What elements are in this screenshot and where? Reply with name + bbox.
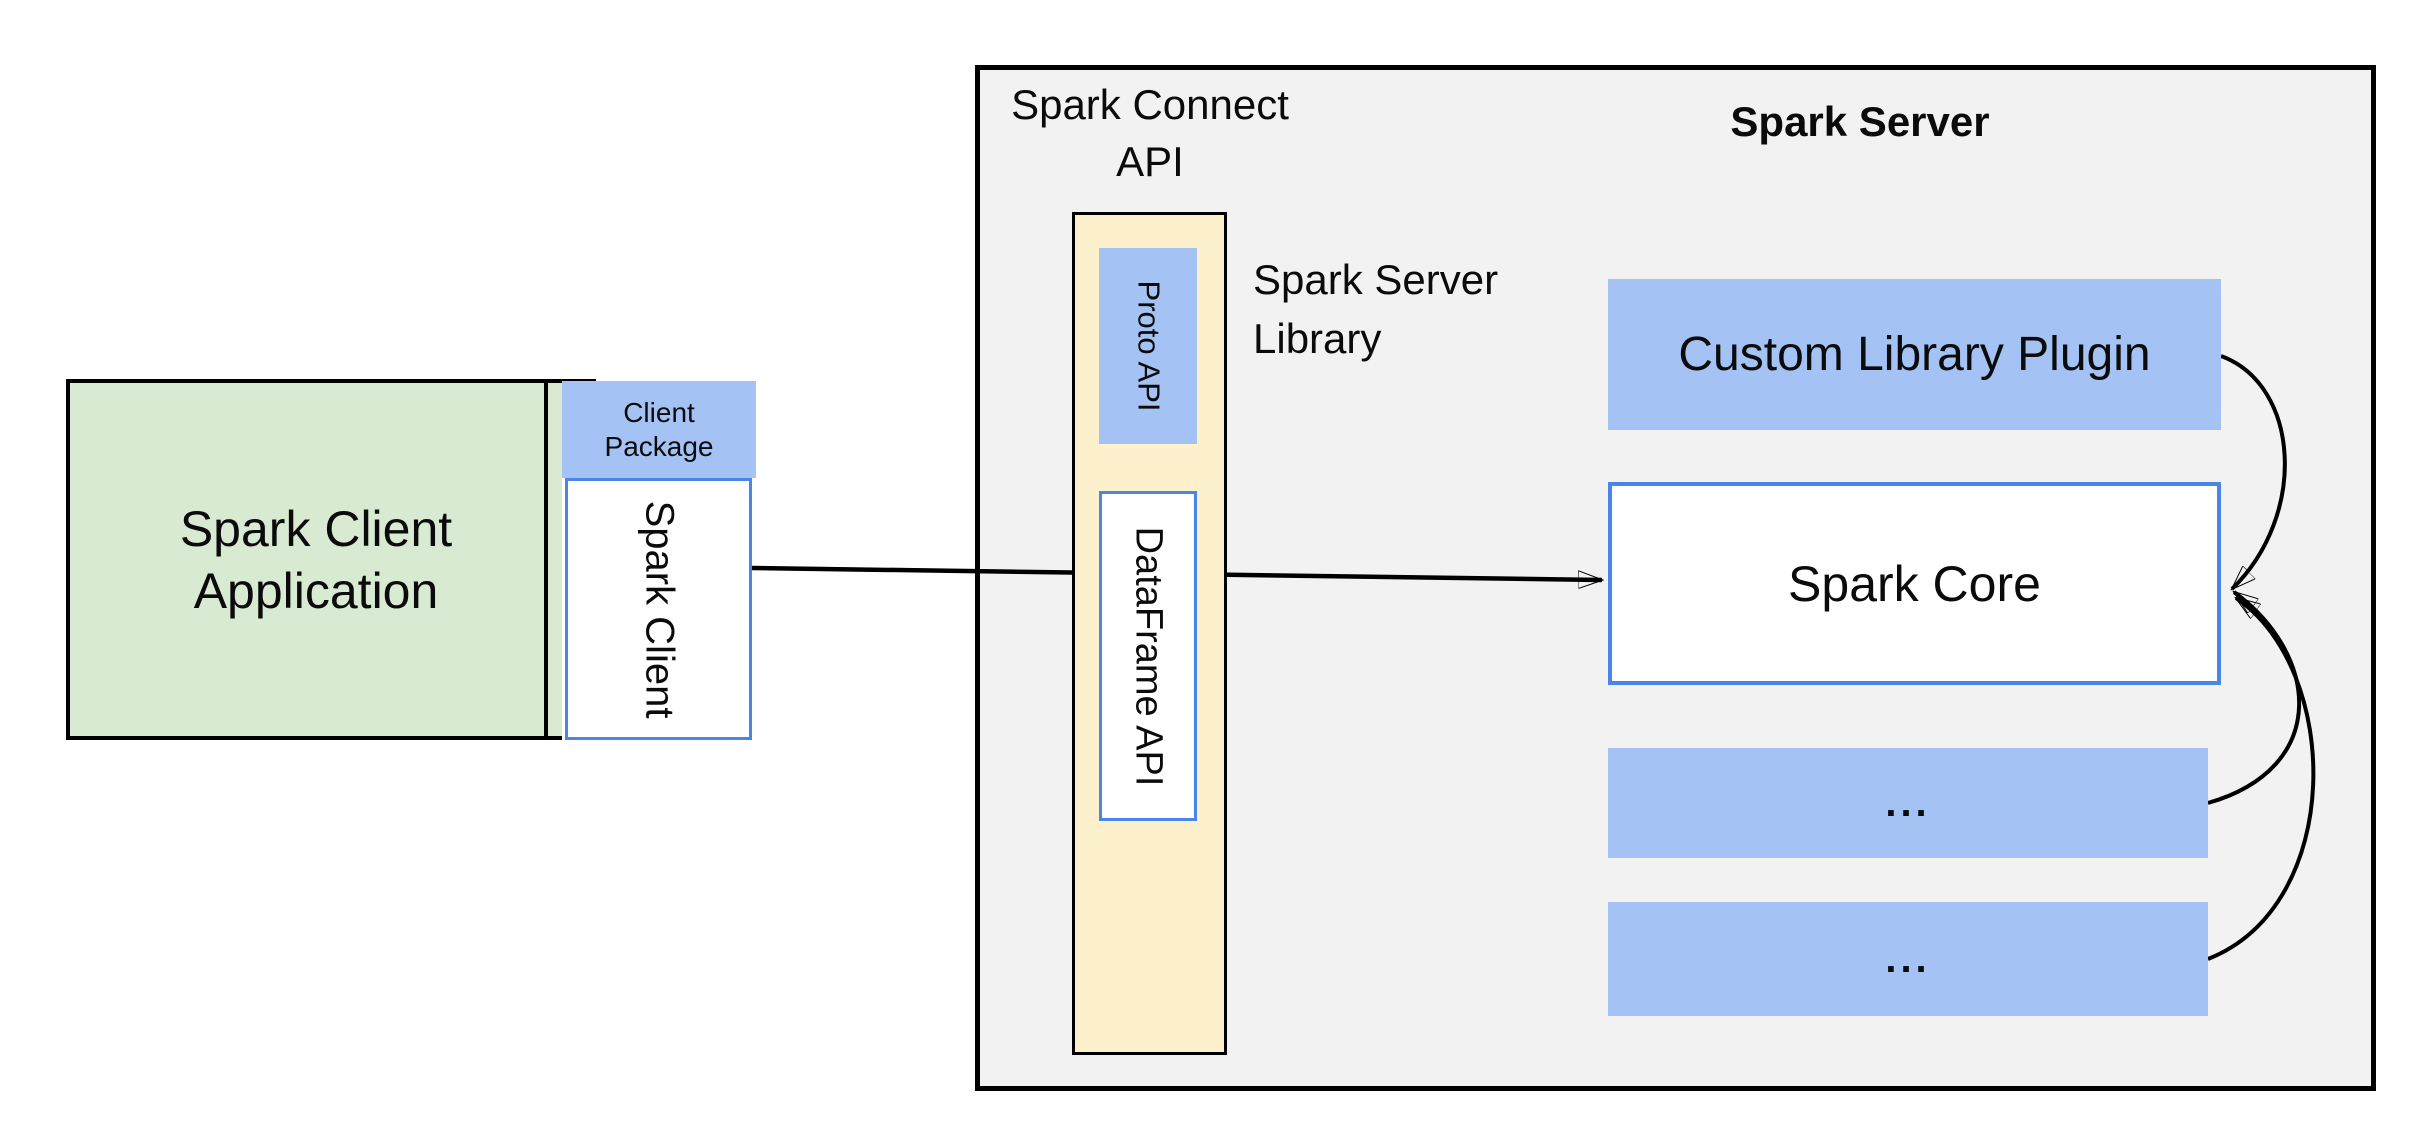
proto-api-label: Proto API bbox=[1131, 280, 1166, 412]
spark-core-label: Spark Core bbox=[1788, 555, 2041, 612]
ellipsis-label-2: ... bbox=[1885, 936, 1931, 981]
spark-client-label: Spark Client bbox=[637, 500, 681, 718]
spark-server-title: Spark Server bbox=[1730, 98, 1990, 145]
client-package-box: Client Package bbox=[562, 381, 756, 478]
ellipsis-box-2: ... bbox=[1608, 902, 2208, 1016]
client-package-label: Client Package bbox=[604, 396, 714, 462]
ellipsis-label-1: ... bbox=[1885, 780, 1931, 825]
spark-server-library-label: Spark Server Library bbox=[1253, 256, 1499, 362]
spark-core-box: Spark Core bbox=[1608, 482, 2221, 685]
spark-client-application-label: Spark Client Application bbox=[179, 500, 453, 619]
spark-connect-api-label: Spark Connect API bbox=[1011, 81, 1289, 185]
custom-library-plugin-label: Custom Library Plugin bbox=[1678, 328, 2151, 381]
client-app-right-border-line bbox=[544, 379, 548, 740]
spark-client-box: Spark Client bbox=[565, 478, 752, 740]
spark-client-application-box: Spark Client Application bbox=[66, 379, 562, 740]
dataframe-api-box: DataFrame API bbox=[1099, 491, 1197, 821]
custom-library-plugin-box: Custom Library Plugin bbox=[1608, 279, 2221, 430]
dataframe-api-label: DataFrame API bbox=[1127, 526, 1170, 786]
ellipsis-box-1: ... bbox=[1608, 748, 2208, 858]
proto-api-box: Proto API bbox=[1099, 248, 1197, 444]
